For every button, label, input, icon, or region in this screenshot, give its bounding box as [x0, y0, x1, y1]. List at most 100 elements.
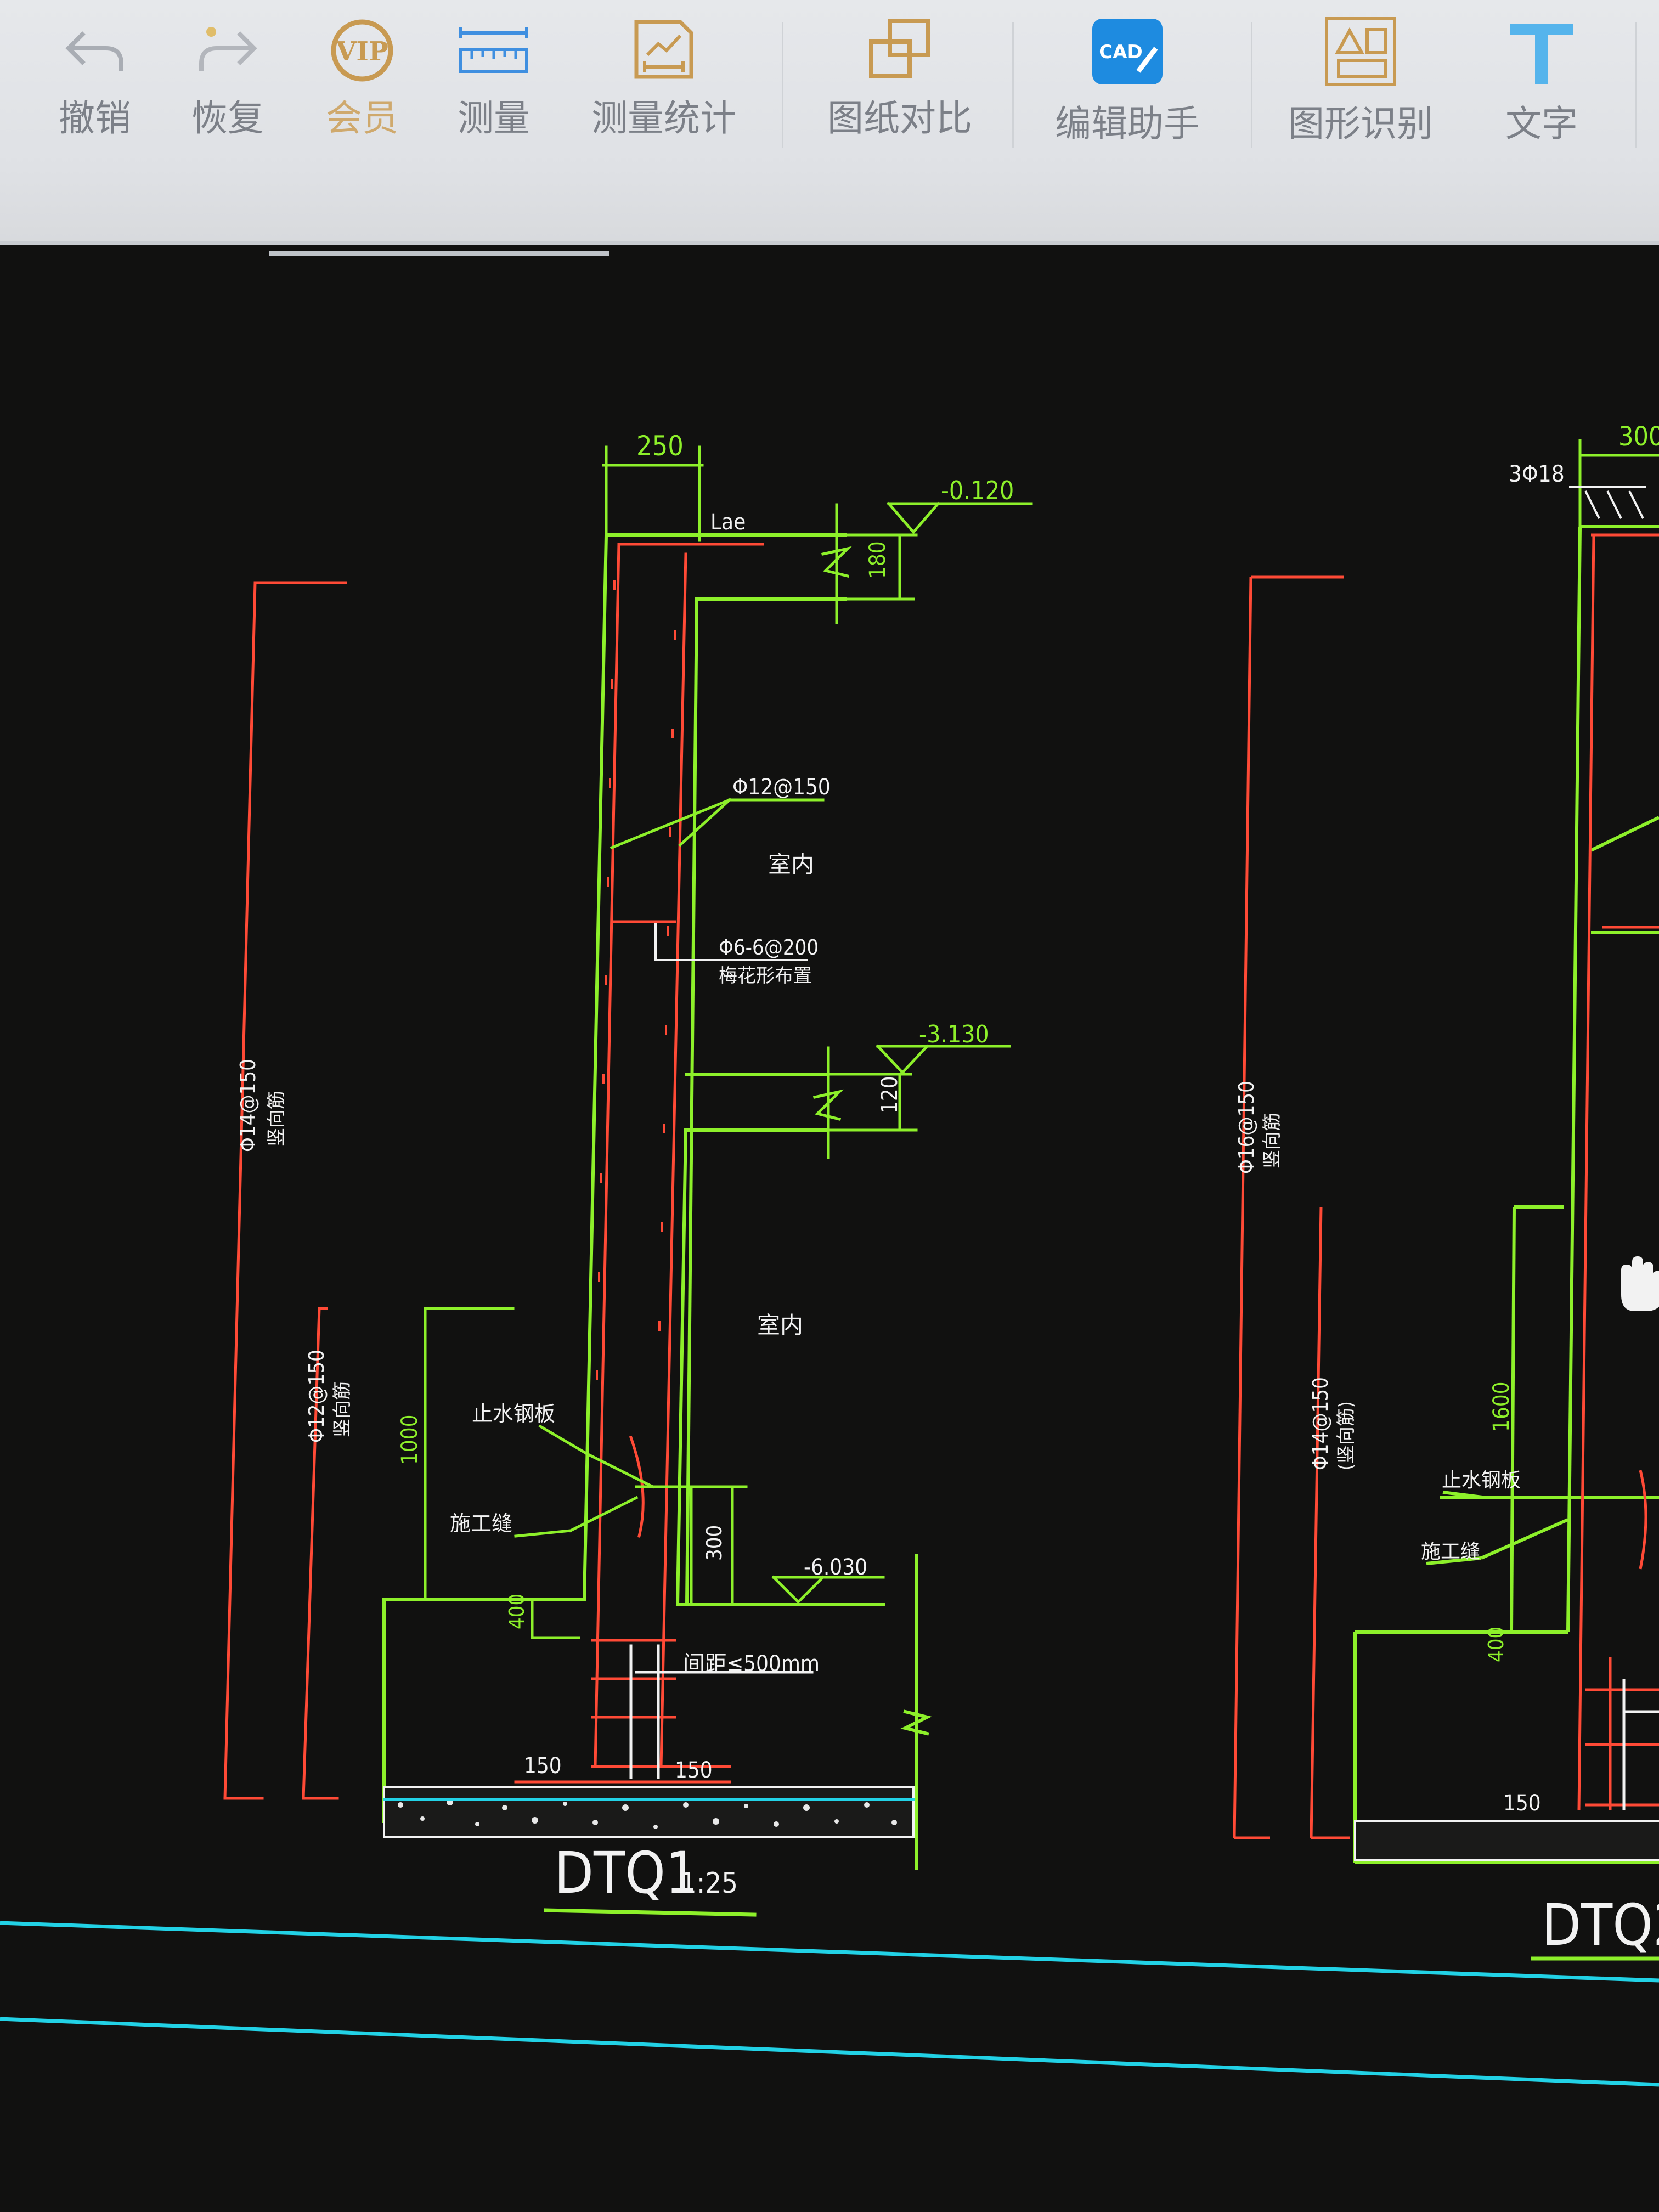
- dtq1-w150b: 150: [675, 1758, 713, 1783]
- text-button[interactable]: 文字: [1481, 16, 1602, 165]
- dtq1-title: DTQ1: [554, 1839, 698, 1906]
- dtq1-title-underline: [544, 1908, 757, 1917]
- vip-icon: VIP: [331, 19, 393, 82]
- measure-stats-button[interactable]: 测量统计: [582, 16, 746, 165]
- shape-recognition-label: 图形识别: [1288, 103, 1433, 145]
- measure-stats-icon: [634, 20, 693, 79]
- dtq1-h400: 400: [505, 1594, 529, 1629]
- dtq1-left-outer-note: 竖向筋: [266, 1091, 287, 1147]
- shape-recognition-icon: [1325, 17, 1396, 86]
- dtq2-construction-joint: 施工缝: [1421, 1541, 1480, 1563]
- dtq2-top-rebar: 3Φ18: [1509, 460, 1565, 487]
- compare-button[interactable]: 图纸对比: [817, 16, 982, 165]
- dtq1-h1000: 1000: [397, 1414, 422, 1465]
- dtq1-leaders: [514, 798, 825, 1639]
- frame-line-bottom: [0, 2017, 1659, 2087]
- redo-icon: [199, 27, 257, 71]
- dtq2-wall-outline: [1353, 525, 1659, 1864]
- ruler-icon: [459, 27, 528, 73]
- dtq1-wall-outline: [382, 533, 932, 1870]
- dtq1-dim-1000: [424, 1307, 515, 1601]
- dtq1-scale: 1:25: [680, 1867, 738, 1900]
- dtq2-rebar: [1233, 533, 1659, 1839]
- dtq2-w150: 150: [1503, 1791, 1541, 1816]
- toolbar-divider: [1635, 22, 1637, 148]
- cad-edit-icon: CAD: [1092, 19, 1163, 84]
- cad-drawing[interactable]: 250: [0, 245, 1659, 2212]
- text-label: 文字: [1505, 103, 1578, 145]
- dtq1-red-dims: [223, 581, 347, 1800]
- undo-button[interactable]: 撤销: [48, 16, 142, 165]
- dtq1-rebar-ticks: [596, 580, 676, 1380]
- compare-icon: [869, 19, 930, 78]
- dtq2-detail: 300 3Φ18 1600 止水钢板 施工缝 400 150: [1233, 421, 1659, 1961]
- dtq1-lae: Lae: [710, 510, 746, 535]
- dtq1-stirrups: [629, 1644, 814, 1779]
- dtq1-detail: 250: [223, 430, 1033, 1917]
- undo-icon: [65, 31, 123, 71]
- dtq1-top-dimension: [602, 445, 704, 542]
- redo-label: 恢复: [191, 97, 264, 139]
- toolbar: 撤销 恢复 VIP 会员 测量 测量统计: [0, 0, 1659, 245]
- dtq1-rebar: [514, 543, 764, 1784]
- dtq1-break-symbols: [813, 503, 852, 1159]
- dtq1-left-inner-note: 竖向筋: [331, 1381, 353, 1437]
- dtq1-left-inner-rebar: Φ12@150: [304, 1350, 329, 1443]
- dtq1-elev-top-text: -0.120: [941, 476, 1014, 505]
- dtq1-slab1: 180: [865, 541, 890, 579]
- hand-cursor-icon: [1621, 1256, 1659, 1311]
- measure-label: 测量: [458, 97, 530, 139]
- frame-line-top: [0, 1921, 1659, 1983]
- compare-label: 图纸对比: [827, 97, 972, 139]
- dtq1-elev-bot: [771, 1575, 885, 1604]
- edit-assistant-button[interactable]: CAD 编辑助手: [1045, 16, 1210, 165]
- dtq1-w150a: 150: [524, 1753, 562, 1779]
- dtq1-wall-rebar: Φ12@150: [732, 775, 831, 800]
- dtq2-stirrups: [1622, 1679, 1659, 1810]
- toolbar-divider: [1251, 22, 1252, 148]
- toolbar-divider: [1012, 22, 1014, 148]
- dtq1-waterstop: 止水钢板: [472, 1402, 555, 1426]
- dtq1-h300: 300: [702, 1525, 726, 1561]
- dtq1-left-outer-rebar: Φ14@150: [236, 1059, 260, 1152]
- dtq2-top-width: 300: [1618, 421, 1659, 452]
- measure-button[interactable]: 测量: [444, 16, 543, 165]
- dtq1-construction-joint: 施工缝: [450, 1511, 512, 1536]
- dtq2-h400: 400: [1484, 1627, 1508, 1662]
- redo-button[interactable]: 恢复: [181, 16, 274, 165]
- undo-label: 撤销: [59, 97, 131, 139]
- vip-button[interactable]: VIP 会员: [313, 16, 411, 165]
- dtq2-top-rebar-leader: [1569, 486, 1646, 519]
- dtq1-elev-top: [843, 501, 1033, 601]
- dtq1-tie-leader: [654, 923, 808, 961]
- measure-stats-label: 测量统计: [591, 97, 736, 139]
- dtq1-tie: Φ6-6@200: [719, 935, 819, 960]
- dtq2-top-dimension: [1578, 439, 1659, 527]
- toolbar-divider: [782, 22, 783, 148]
- edit-assistant-label: 编辑助手: [1055, 103, 1200, 145]
- dtq2-bedding: [1354, 1820, 1659, 1861]
- dtq1-slab2: 120: [877, 1076, 902, 1114]
- dtq2-waterstop: 止水钢板: [1442, 1469, 1521, 1492]
- dtq1-spacing-note: 间距≤500mm: [683, 1651, 820, 1677]
- dtq1-tie-note: 梅花形布置: [719, 965, 812, 987]
- dtq1-elev-mid-text: -3.130: [919, 1020, 989, 1048]
- dtq2-left-outer-note: 竖向筋: [1261, 1113, 1283, 1169]
- dtq2-h1600: 1600: [1489, 1381, 1514, 1432]
- dtq1-elev-mid: [824, 1044, 1011, 1132]
- text-icon: [1510, 24, 1573, 84]
- dtq1-elev-bot-text: -6.030: [804, 1555, 867, 1580]
- dtq2-left-inner-note: (竖向筋): [1335, 1401, 1357, 1470]
- vip-icon-text: VIP: [335, 36, 388, 67]
- dtq1-top-width: 250: [636, 430, 684, 462]
- dtq1-bedding: [383, 1786, 915, 1838]
- vip-label: 会员: [326, 97, 398, 139]
- dtq2-title: DTQ2: [1542, 1892, 1659, 1959]
- dtq2-left-inner-rebar: Φ14@150: [1308, 1377, 1333, 1470]
- dtq1-room2: 室内: [757, 1312, 803, 1339]
- shape-recognition-button[interactable]: 图形识别: [1278, 16, 1443, 165]
- dtq2-left-outer-rebar: Φ16@150: [1234, 1081, 1259, 1174]
- dtq1-room1: 室内: [768, 851, 814, 878]
- cad-canvas[interactable]: 250: [0, 245, 1659, 2212]
- cad-icon-text: CAD: [1099, 41, 1143, 63]
